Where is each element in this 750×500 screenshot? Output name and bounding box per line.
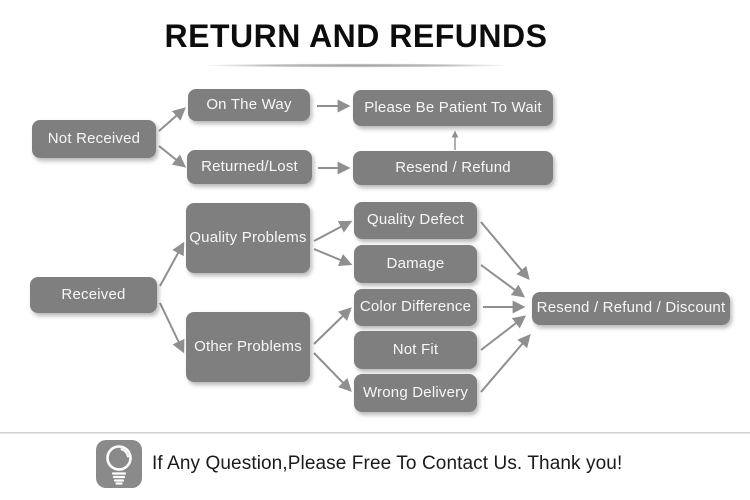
node-quality-problems: Quality Problems (186, 203, 310, 273)
flow-arrow-9 (313, 307, 352, 345)
node-damage: Damage (354, 245, 477, 283)
flow-arrow-11 (480, 221, 530, 280)
title-divider (157, 63, 557, 68)
node-returned-lost: Returned/Lost (187, 150, 312, 184)
node-on-the-way: On The Way (188, 89, 310, 121)
flow-arrow-15 (480, 334, 531, 393)
flow-arrow-7 (313, 220, 353, 242)
node-wrong-delivery: Wrong Delivery (354, 374, 477, 412)
flow-arrow-6 (159, 302, 185, 354)
node-not-received: Not Received (32, 120, 156, 158)
flow-arrow-0 (158, 107, 186, 132)
footer-divider (0, 432, 750, 434)
page-title: RETURN AND REFUNDS (164, 18, 548, 54)
flow-arrow-10 (313, 352, 352, 392)
node-please-be-patient: Please Be Patient To Wait (353, 90, 553, 126)
flow-arrow-1 (158, 145, 187, 168)
flow-arrow-5 (159, 241, 185, 287)
flow-arrow-14 (480, 315, 527, 351)
node-not-fit: Not Fit (354, 331, 477, 369)
node-quality-defect: Quality Defect (354, 202, 477, 239)
lightbulb-icon (96, 440, 142, 488)
footer-message: If Any Question,Please Free To Contact U… (152, 453, 623, 474)
flow-arrow-8 (313, 248, 353, 266)
node-color-difference: Color Difference (354, 289, 477, 326)
node-received: Received (30, 277, 157, 313)
flow-arrow-12 (480, 264, 526, 298)
node-other-problems: Other Problems (186, 312, 310, 382)
node-resend-refund-discount: Resend / Refund / Discount (532, 292, 730, 325)
node-resend-refund: Resend / Refund (353, 151, 553, 185)
